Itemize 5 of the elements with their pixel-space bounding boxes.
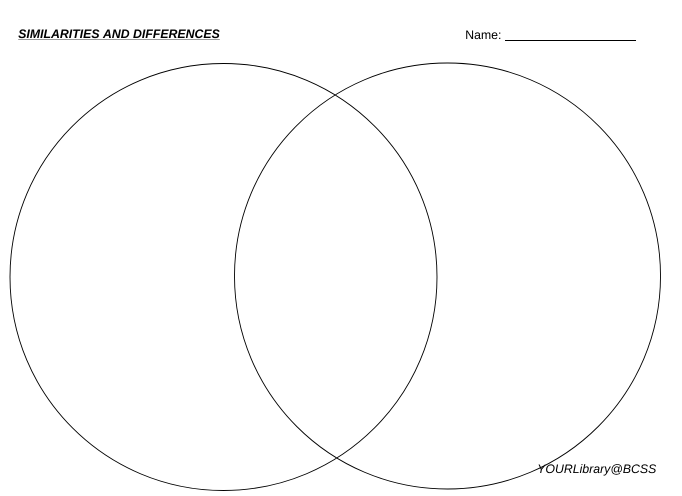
venn-circle — [10, 63, 438, 491]
heading: SIMILARITIES AND DIFFERENCES — [18, 29, 220, 40]
field-label: Name: — [466, 30, 500, 40]
venn-circle — [234, 62, 661, 490]
credit-text: YOURLibrary@BCSS — [538, 464, 656, 476]
